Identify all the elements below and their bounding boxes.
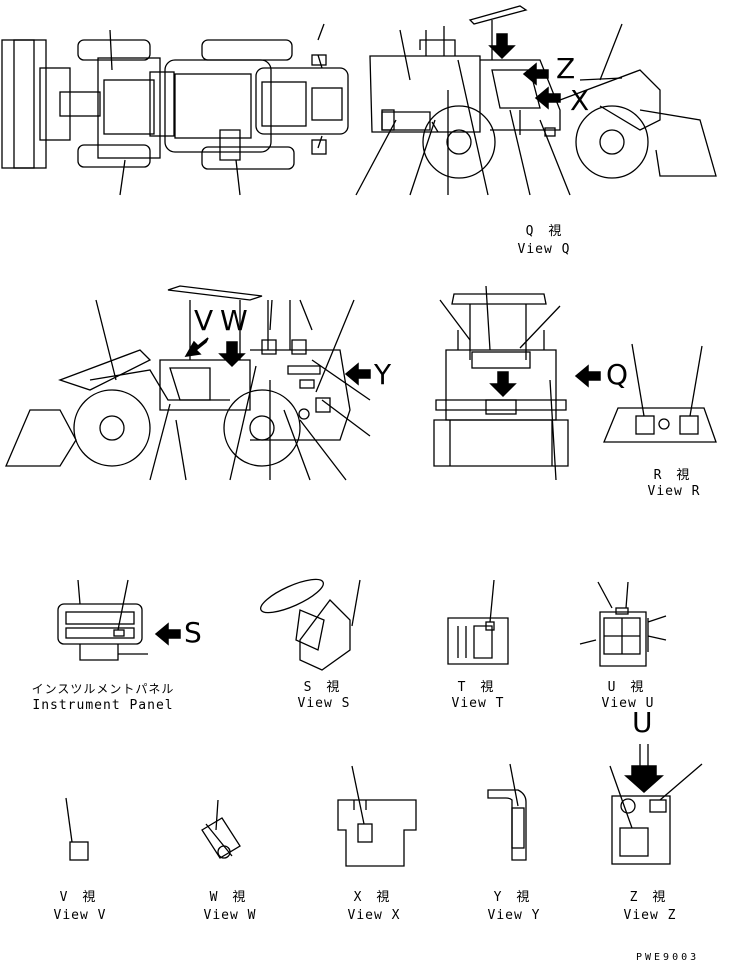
view-w-drawing <box>201 799 241 859</box>
instrument-panel-drawing <box>57 579 181 661</box>
view-z-caption-en: View Z <box>623 908 677 923</box>
view-v-caption-jp: V 視 <box>59 890 97 905</box>
view-y-caption-en: View Y <box>487 908 541 923</box>
view-y-drawing <box>487 763 527 861</box>
arrow-letter-x: X <box>570 84 590 117</box>
view-v-caption-en: View V <box>53 908 107 923</box>
view-t-drawing <box>447 579 509 665</box>
view-r-caption-jp: R 視 <box>653 468 691 483</box>
view-x-drawing <box>337 765 417 867</box>
view-t-caption-en: View T <box>451 696 505 711</box>
view-q-caption-jp: Q 視 <box>525 224 563 239</box>
instrument-panel-caption-en: Instrument Panel <box>32 698 174 713</box>
arrow-letter-w: W <box>220 304 248 337</box>
view-r-caption-en: View R <box>647 484 701 499</box>
view-w-caption-en: View W <box>203 908 257 923</box>
instrument-panel-caption-jp: インスツルメントパネル <box>31 682 175 696</box>
view-w-caption-jp: W 視 <box>209 890 247 905</box>
side-view-upper <box>355 5 717 196</box>
arrow-letter-v: V <box>194 304 214 337</box>
top-view-machine <box>1 23 349 196</box>
view-u-drawing <box>579 581 667 667</box>
arrow-letter-q: Q <box>606 358 629 391</box>
view-y-caption-jp: Y 視 <box>493 890 531 905</box>
view-s-caption-jp: S 視 <box>303 680 341 695</box>
view-x-caption-jp: X 視 <box>353 890 391 905</box>
view-v-drawing <box>65 797 89 861</box>
view-x-caption-en: View X <box>347 908 401 923</box>
view-z-caption-jp: Z 視 <box>629 890 667 905</box>
arrow-letter-y: Y <box>374 358 392 391</box>
view-s-caption-en: View S <box>297 696 351 711</box>
view-r-drawing <box>603 343 717 443</box>
arrow-letter-z: Z <box>556 52 576 85</box>
drawing-code: PWE9003 <box>636 952 700 963</box>
side-view-middle <box>5 285 371 481</box>
view-s-drawing <box>260 578 361 671</box>
view-u-caption-jp: U 視 <box>607 680 645 695</box>
view-q-caption-en: View Q <box>517 242 571 257</box>
front-view <box>433 285 601 481</box>
view-u-caption-en: View U <box>601 696 655 711</box>
arrow-letter-u: U <box>632 706 653 739</box>
view-z-drawing <box>609 744 703 865</box>
view-t-caption-jp: T 視 <box>457 680 495 695</box>
arrow-letter-s: S <box>184 616 202 649</box>
